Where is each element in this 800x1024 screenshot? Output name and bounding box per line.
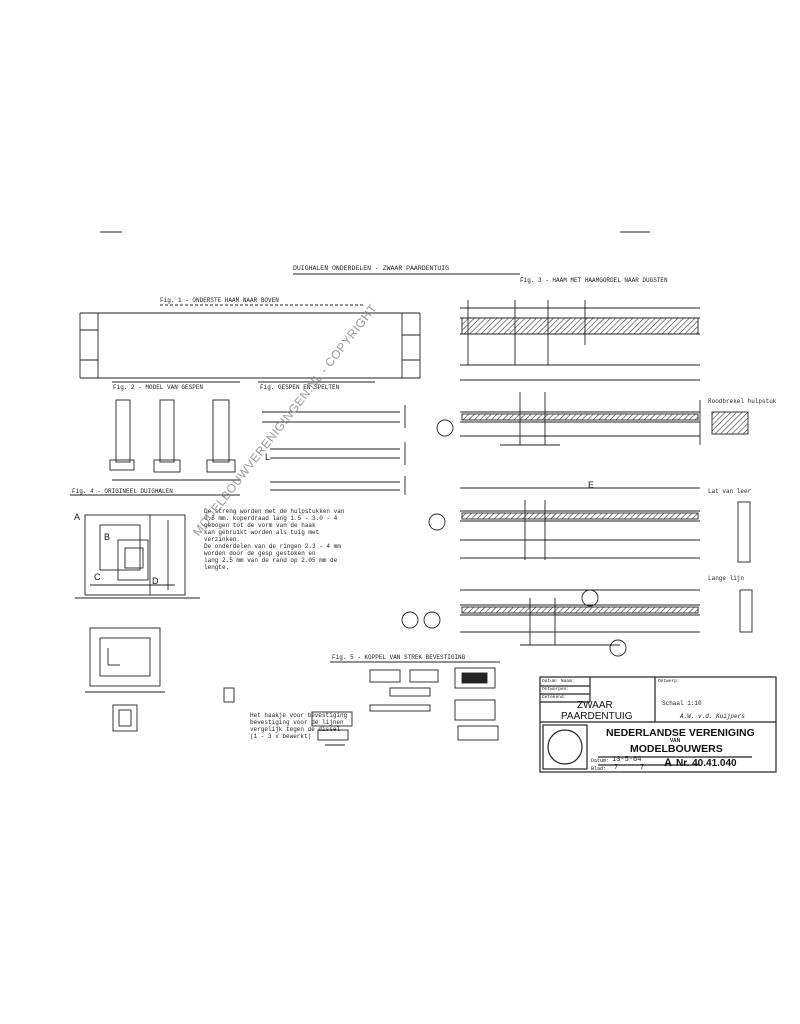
date-value: 13-5-64 [612, 756, 642, 764]
note-line: worden door de gesp gestoken en [204, 550, 316, 557]
title-row3: Getekend: [542, 695, 567, 700]
org-line-2: MODELBOUWERS [630, 743, 723, 755]
fig5-caption: Fig. 5 - KOPPEL VAN STREK BEVESTIGING [332, 654, 466, 661]
bottom-notes: Het haakje voor bevestiging bevestiging … [250, 712, 347, 740]
label-l: L [265, 452, 271, 462]
fig5-coupling [311, 661, 500, 746]
sheet-number: Nr. 40.41.040 [676, 758, 737, 769]
title-row1: Datum: Naam: [542, 679, 575, 684]
right-note-1: Roodbrekel hulpstuk [708, 398, 777, 405]
note-line: bevestiging voor de lijnen [250, 719, 344, 726]
title-signature: A.W. v.d. Kuijpers [680, 713, 745, 720]
title-name-1: ZWAAR [577, 700, 613, 711]
note-line: vergelijk tegen de dissel [250, 726, 341, 733]
label-b: B [104, 532, 111, 542]
blad-value: 7 [614, 764, 619, 772]
fig1-caption: Fig. 1 - ONDERSTE HAAM NAAR BOVEN [160, 297, 279, 304]
van-value: 7 [640, 764, 645, 772]
label-e: E [588, 480, 595, 490]
title-row-r: Ontwerp: [658, 679, 680, 684]
main-notes: De streng worden met de hulpstukken van … [204, 508, 344, 571]
org-line-1: NEDERLANDSE VERENIGING [606, 727, 755, 739]
note-line: 0.5 mm. koperdraad lang 1.5 - 3.0 - 4 [204, 515, 338, 522]
fig4-caption: Fig. 4 - ORIGINEEL DUIGHALEN [72, 488, 173, 495]
note-line: (1 - 3 x bewerkt) [250, 733, 312, 740]
note-line: lengte. [204, 564, 230, 571]
note-line: lang 2.5 mm van de rand op 2.05 mm de [204, 557, 338, 564]
sheet-prefix: A [664, 757, 672, 769]
fig4-original [70, 494, 240, 732]
fig2-caption: Fig. 2 - MODEL VAN GESPEN [113, 384, 204, 391]
title-scale: Schaal 1:10 [662, 700, 702, 707]
fig3-caption: Fig. 3 - HAAM MET HAAMGORDEL NAAR DUGSTE… [520, 277, 668, 284]
note-line: kan gebruikt worden als tuig met [204, 529, 320, 536]
note-line: verzinken. [204, 536, 241, 543]
note-line: De onderdelen van de ringen 2.3 - 4 mm [204, 543, 341, 550]
title-row2: Ontworpen: [542, 687, 570, 692]
label-a: A [74, 512, 81, 522]
blad-label: Blad: [591, 766, 607, 772]
date-label: Datum: [591, 758, 610, 764]
fig3-rails [401, 300, 753, 657]
note-line: gebogen tot de vorm van de haak [204, 522, 316, 529]
label-c: C [94, 572, 101, 582]
title-name-2: PAARDENTUIG [561, 711, 633, 722]
note-line: De streng worden met de hulpstukken van [204, 508, 345, 515]
right-note-2: Lat van leer [708, 488, 752, 495]
org-small: VAN [670, 738, 681, 744]
note-line: Het haakje voor bevestiging [250, 712, 348, 719]
header-title: DUIGHALEN ONDERDELEN - ZWAAR PAARDENTUIG [293, 265, 450, 272]
label-d: D [152, 576, 159, 586]
title-block-frame [539, 676, 777, 773]
right-note-3: Lange lijn [708, 575, 745, 582]
fig2-buckles [109, 381, 240, 481]
fig-straps [258, 381, 406, 495]
fig1-rail [79, 304, 421, 379]
fig-gespen-caption: Fig. GESPEN EN SPELTEN [260, 384, 340, 391]
